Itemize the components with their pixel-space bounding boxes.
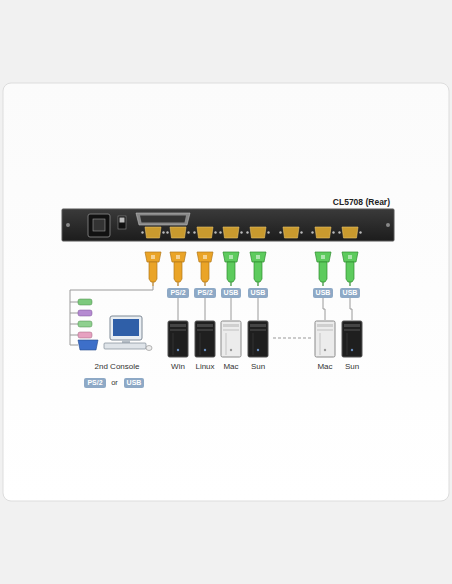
tower-icon xyxy=(314,320,336,358)
computer-label: Win xyxy=(163,362,193,371)
console-computer xyxy=(104,316,152,351)
cable-line xyxy=(231,298,232,320)
cable-line xyxy=(323,298,325,320)
cable-connector xyxy=(170,252,186,286)
cable-connector xyxy=(250,252,266,286)
computer-tower: Win xyxy=(163,320,193,371)
tower-icon xyxy=(220,320,242,358)
console-wiring xyxy=(70,286,153,345)
kvm-rear-panel xyxy=(62,209,394,241)
cable-connector xyxy=(145,252,161,286)
port-tag: USB xyxy=(248,288,269,298)
cable-line xyxy=(178,298,179,320)
tag-label: USB xyxy=(316,289,331,297)
computer-tower: Sun xyxy=(337,320,367,371)
tag-label: USB xyxy=(343,289,358,297)
card xyxy=(3,83,449,501)
cable-connector xyxy=(315,252,331,286)
console-label: 2nd Console xyxy=(95,362,140,371)
cable-connector xyxy=(223,252,239,286)
cable-line xyxy=(350,298,352,320)
port xyxy=(250,227,266,238)
port-tag: USB xyxy=(221,288,242,298)
port-tag: USB xyxy=(124,378,145,388)
model-title: CL5708 (Rear) xyxy=(333,197,390,207)
port-tag: USB xyxy=(313,288,334,298)
dashed-line xyxy=(273,338,311,339)
computer-tower: Mac xyxy=(310,320,340,371)
port-tag: PS/2 xyxy=(167,288,188,298)
console-plugs xyxy=(78,299,98,350)
computer-label: Linux xyxy=(190,362,220,371)
computer-label: Mac xyxy=(216,362,246,371)
cable-connector xyxy=(197,252,213,286)
computer-label: Mac xyxy=(310,362,340,371)
cable-line xyxy=(258,298,259,320)
tag-label: USB xyxy=(127,379,142,387)
tag-label: USB xyxy=(251,289,266,297)
computer-label: Sun xyxy=(243,362,273,371)
connector-word: or xyxy=(111,378,118,387)
tower-icon xyxy=(194,320,216,358)
port xyxy=(342,227,358,238)
port xyxy=(283,227,299,238)
port-tag: USB xyxy=(340,288,361,298)
cable-connector xyxy=(342,252,358,286)
computer-label: Sun xyxy=(337,362,367,371)
tag-label: PS/2 xyxy=(170,289,185,297)
cable-row xyxy=(145,252,358,286)
tower-icon xyxy=(247,320,269,358)
computer-tower: Sun xyxy=(243,320,273,371)
tag-label: USB xyxy=(224,289,239,297)
tower-icon xyxy=(341,320,363,358)
port xyxy=(170,227,186,238)
cable-line xyxy=(205,298,206,320)
tag-label: PS/2 xyxy=(197,289,212,297)
port xyxy=(145,227,161,238)
tag-label: PS/2 xyxy=(87,379,102,387)
port-tag: PS/2 xyxy=(84,378,105,388)
port-row xyxy=(141,227,361,238)
tower-icon xyxy=(167,320,189,358)
computer-tower: Linux xyxy=(190,320,220,371)
port xyxy=(315,227,331,238)
computer-tower: Mac xyxy=(216,320,246,371)
port xyxy=(197,227,213,238)
port-tag: PS/2 xyxy=(194,288,215,298)
port xyxy=(223,227,239,238)
